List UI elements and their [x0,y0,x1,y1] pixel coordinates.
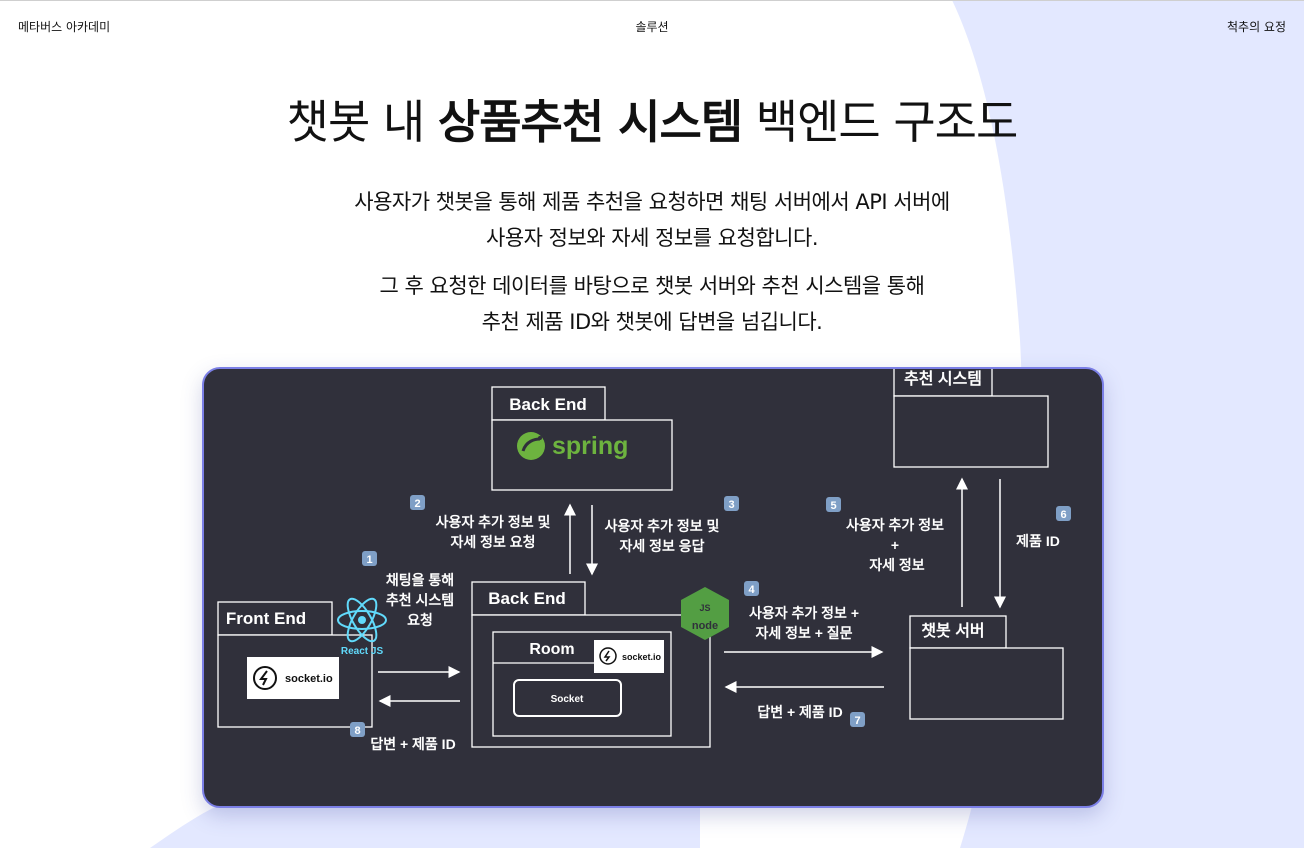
chatbot-label: 챗봇 서버 [921,621,984,640]
room-label: Room [529,641,574,658]
step-6-label-line: 제품 ID [1016,533,1060,549]
step-number: 5 [830,500,836,512]
chatbot-server-box: 챗봇 서버 [909,615,1064,720]
step-4-label-line: 자세 정보 + 질문 [755,625,852,641]
step-badge-1: 1 [362,551,377,566]
desc-line: 그 후 요청한 데이터를 바탕으로 챗봇 서버와 추천 시스템을 통해 [379,274,925,298]
step-number: 8 [354,725,360,737]
nav-solution-link[interactable]: 솔루션 [635,20,669,34]
step-badge-4: 4 [744,581,759,596]
step-1-label-line: 추천 시스템 [386,592,454,608]
frontend-label: Front End [226,609,306,628]
nav-team-link[interactable]: 척추의 요정 [1226,20,1286,34]
step-5-label-line: 자세 정보 [869,557,925,573]
desc-line: 사용자가 챗봇을 통해 제품 추천을 요청하면 채팅 서버에서 API 서버에 [354,190,950,214]
step-badge-5: 5 [826,497,841,512]
step-number: 7 [854,715,860,727]
socketio-text: socket.io [285,673,333,685]
svg-text:node: node [692,620,718,632]
step-number: 3 [728,499,734,511]
step-8-label-line: 답변 + 제품 ID [370,736,455,752]
step-badge-2: 2 [410,495,425,510]
spring-label: spring [552,432,628,460]
architecture-diagram: Back End spring 추천 시스템 Front End socket.… [202,367,1104,808]
backend-top-box: Back End spring [491,386,673,491]
title-part-2: 백엔드 구조도 [742,95,1019,149]
backend-top-label: Back End [509,395,586,414]
step-5-label-line: 사용자 추가 정보 [846,517,944,533]
recommend-system-box: 추천 시스템 [893,369,1049,468]
spring-logo-icon [517,432,545,460]
socket-label: Socket [551,694,584,705]
desc-line: 사용자 정보와 자세 정보를 요청합니다. [486,226,819,250]
socketio-text: socket.io [622,652,662,662]
socketio-logo-icon [253,666,277,690]
step-1-label-line: 요청 [407,612,433,628]
step-number: 2 [414,498,420,510]
diagram-canvas: Back End spring 추천 시스템 Front End socket.… [217,369,1071,752]
backend-mid-box: Back End Room Socket socket.io [471,581,711,748]
step-2-label-line: 자세 정보 요청 [450,534,535,550]
step-3-label-line: 자세 정보 응답 [619,538,704,554]
svg-text:JS: JS [699,603,710,613]
step-2-label-line: 사용자 추가 정보 및 [436,514,551,530]
page-title: 챗봇 내 상품추천 시스템 백엔드 구조도 [0,86,1304,152]
step-number: 6 [1060,509,1066,521]
socketio-logo-icon [599,647,617,665]
step-badge-3: 3 [724,496,739,511]
react-logo-icon [337,597,387,643]
step-5-label-line: + [891,537,899,553]
top-border [0,0,1304,1]
frontend-box: Front End socket.io [217,601,373,728]
reactjs-label: React JS [341,646,384,657]
nav-brand-link[interactable]: 메타버스 아카데미 [18,20,111,34]
desc-line: 추천 제품 ID와 챗봇에 답변을 넘깁니다. [481,310,823,334]
nodejs-logo-icon: JS node [681,587,729,640]
step-3-label-line: 사용자 추가 정보 및 [605,518,720,534]
step-4-label-line: 사용자 추가 정보 + [749,605,859,621]
recommend-label: 추천 시스템 [904,369,982,388]
step-number: 1 [366,554,372,566]
title-part-1: 챗봇 내 [286,95,438,149]
step-badge-6: 6 [1056,506,1071,521]
step-badge-7: 7 [850,712,865,727]
step-7-label-line: 답변 + 제품 ID [757,704,842,720]
step-badge-8: 8 [350,722,365,737]
step-number: 4 [748,584,755,596]
title-bold: 상품추천 시스템 [437,95,743,149]
step-1-label-line: 채팅을 통해 [386,572,454,588]
backend-mid-label: Back End [488,589,565,608]
